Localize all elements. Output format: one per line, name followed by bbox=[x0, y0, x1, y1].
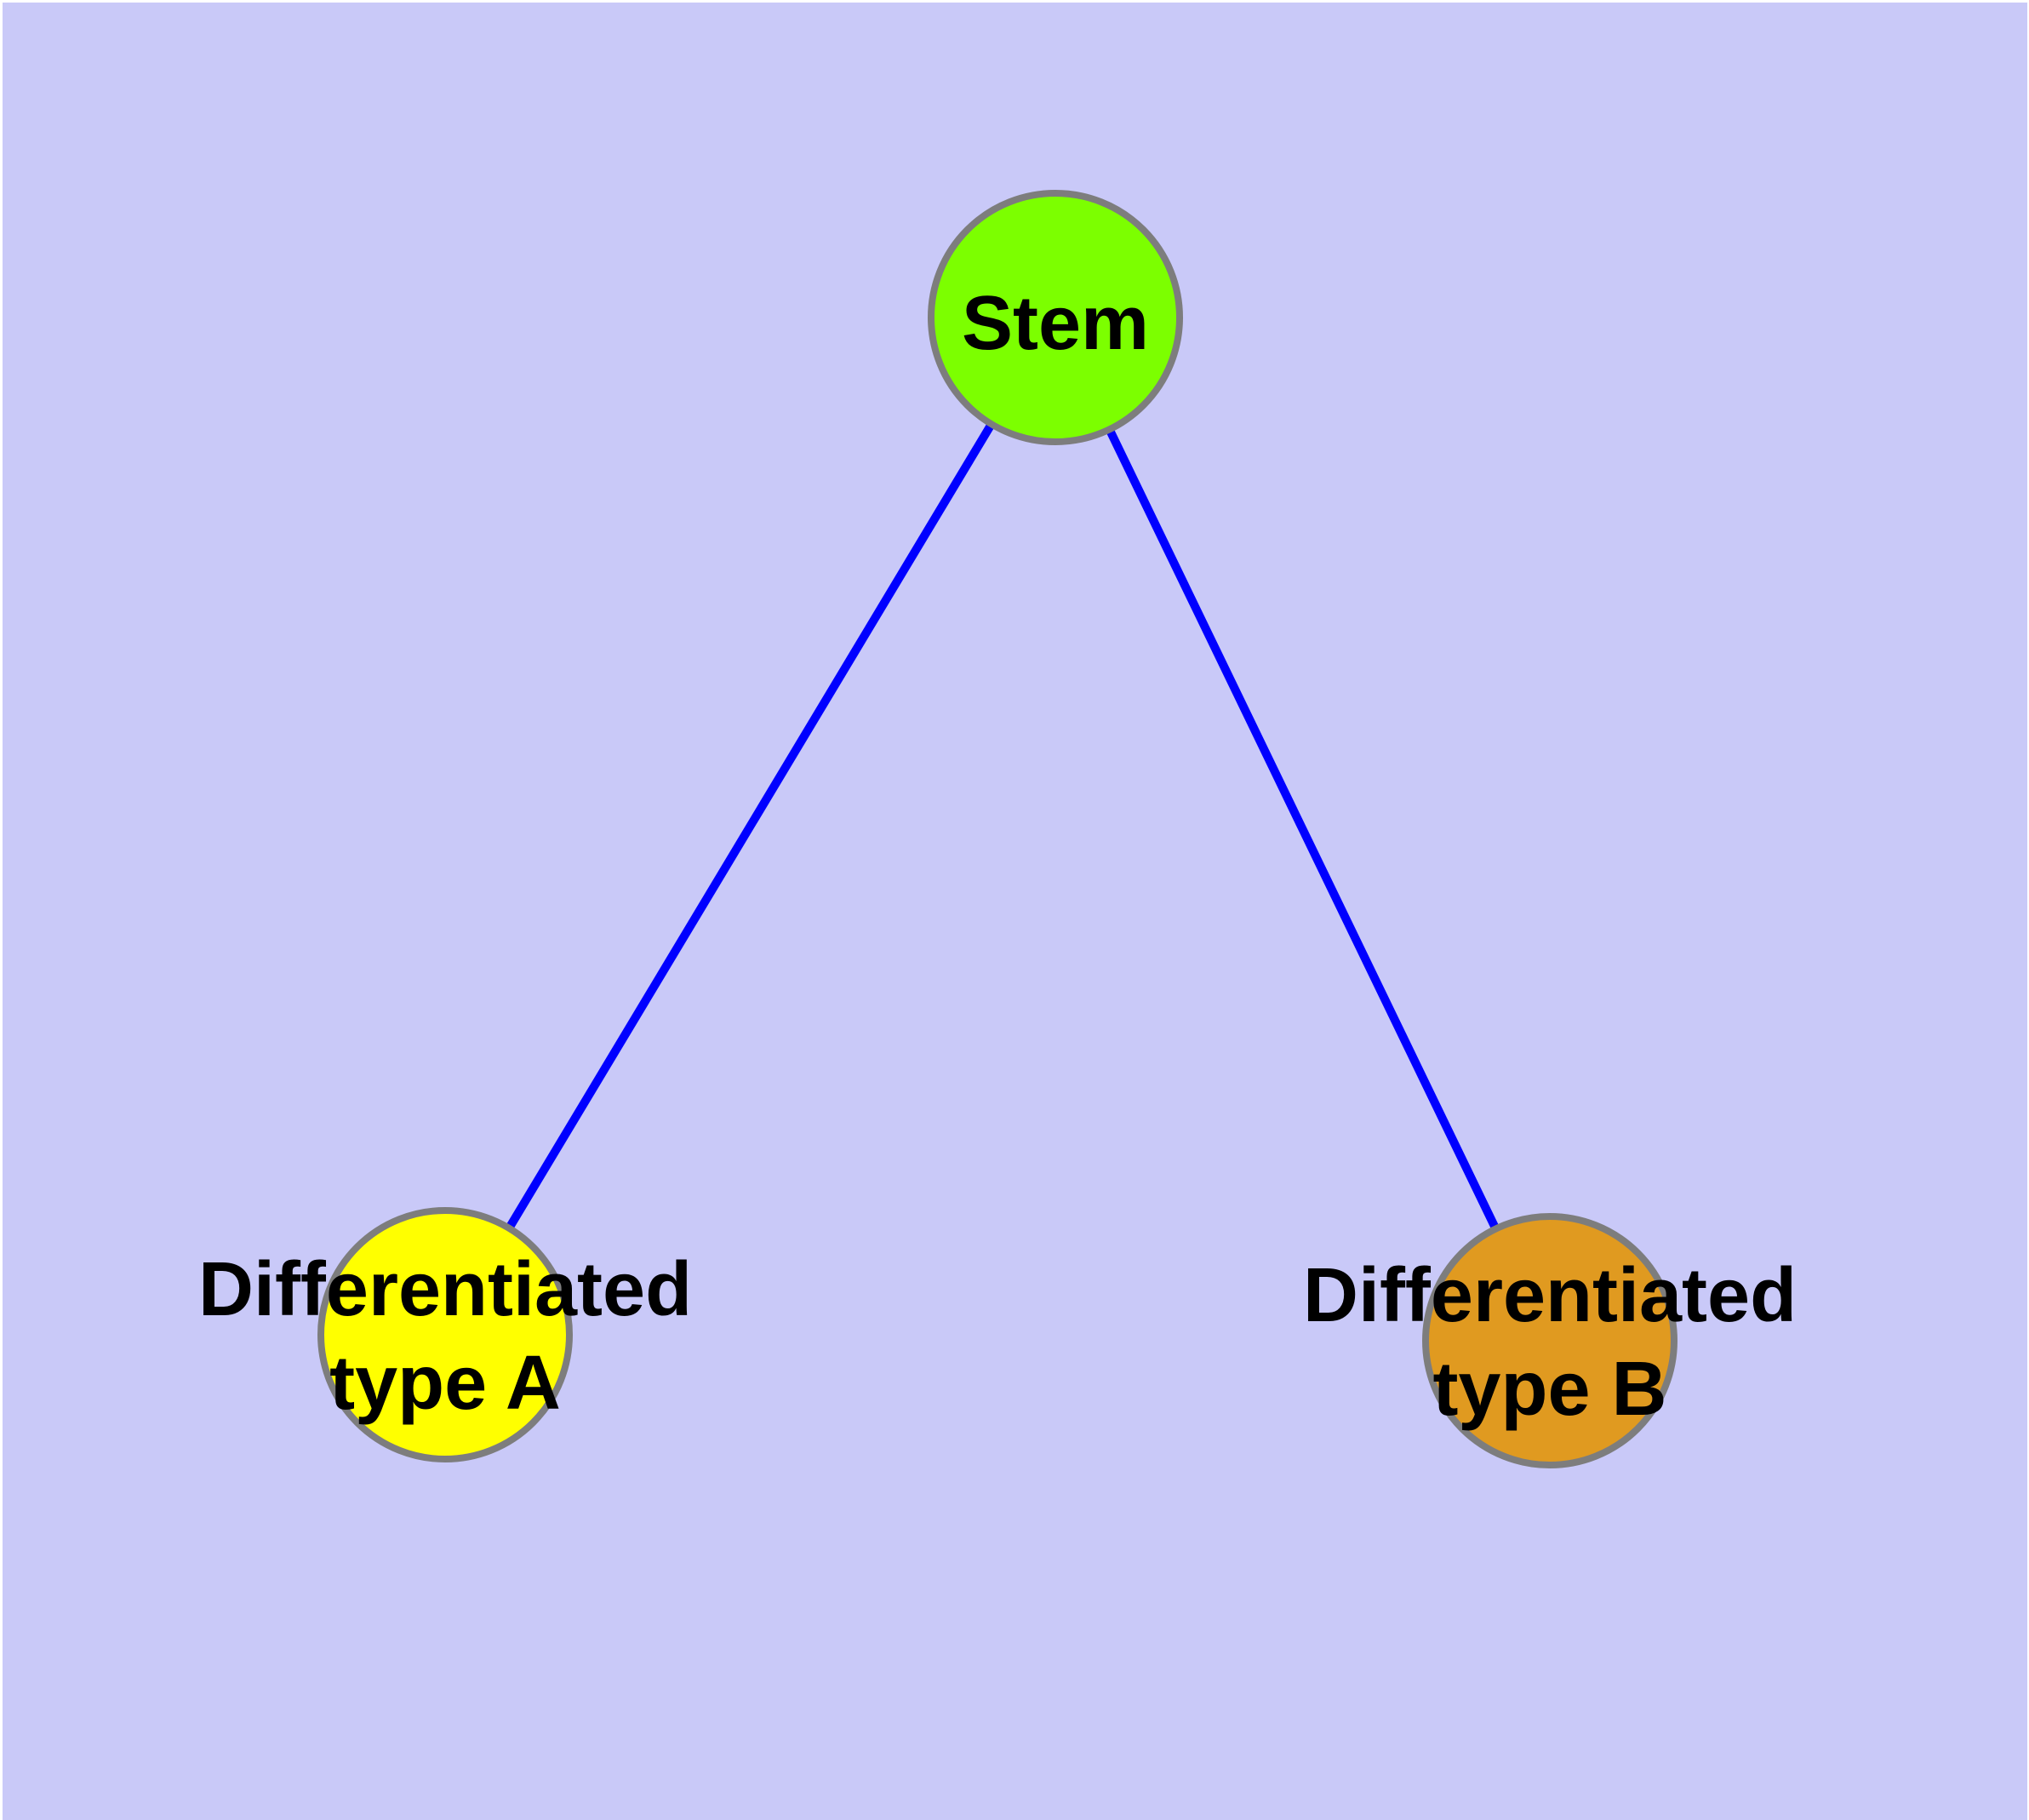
edges-layer bbox=[441, 315, 1554, 1343]
edge-line bbox=[1051, 315, 1554, 1343]
node-type-a-circle[interactable] bbox=[317, 1207, 573, 1462]
node-stem-circle[interactable] bbox=[928, 190, 1183, 445]
node-type-b-circle[interactable] bbox=[1422, 1213, 1677, 1468]
diagram-canvas: Stem Differentiated type A Differentiate… bbox=[3, 3, 2027, 1820]
edge-line bbox=[441, 315, 1060, 1337]
